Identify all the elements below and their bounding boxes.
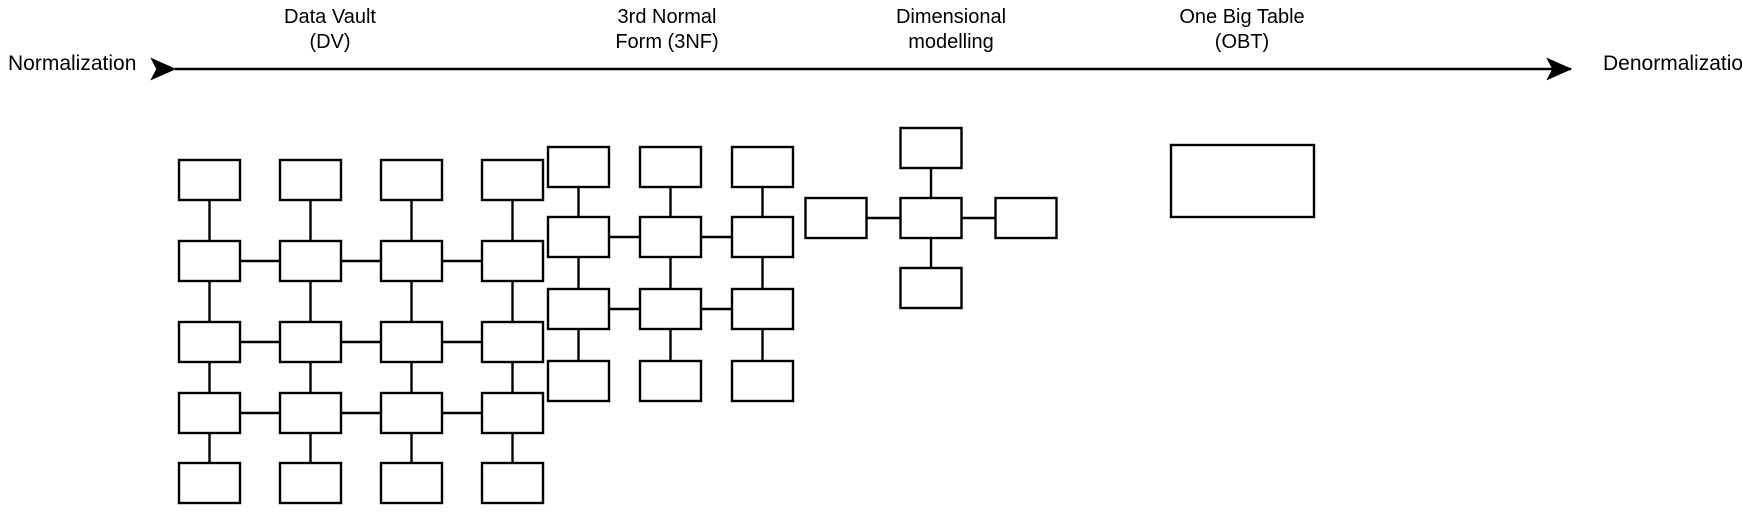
- entity-box: [379, 239, 444, 283]
- entity-box-dimension: [994, 196, 1058, 240]
- entity-box: [177, 461, 242, 505]
- entity-box: [379, 320, 444, 364]
- entity-box-dimension: [804, 196, 868, 240]
- entity-box-fact: [899, 196, 963, 240]
- entity-box: [730, 359, 795, 403]
- entity-box: [480, 158, 545, 202]
- entity-box: [278, 320, 343, 364]
- entity-box: [480, 461, 545, 505]
- entity-box: [546, 215, 611, 259]
- entity-box: [730, 215, 795, 259]
- stage-label-line2: modelling: [908, 31, 994, 53]
- entity-box: [177, 239, 242, 283]
- stage-label-line2: Form (3NF): [615, 31, 719, 53]
- entity-box: [546, 359, 611, 403]
- entity-box: [546, 145, 611, 189]
- entity-box: [546, 287, 611, 331]
- stage-label-third-normal-form: 3rd Normal Form (3NF): [615, 5, 718, 55]
- cluster-third-normal-form: [546, 145, 795, 403]
- entity-box: [638, 145, 703, 189]
- entity-box: [480, 391, 545, 435]
- entity-box: [480, 320, 545, 364]
- entity-box: [278, 391, 343, 435]
- entity-box: [278, 158, 343, 202]
- stage-label-dimensional-modelling: Dimensional modelling: [896, 5, 1006, 55]
- stage-label-data-vault: Data Vault (DV): [284, 5, 376, 55]
- entity-box: [638, 359, 703, 403]
- entity-box: [177, 391, 242, 435]
- entity-box-one-big-table: [1169, 143, 1316, 219]
- stage-label-line2: (OBT): [1214, 31, 1270, 53]
- stage-label-line2: (DV): [309, 31, 351, 53]
- entity-box: [278, 239, 343, 283]
- stage-label-line1: 3rd Normal: [617, 6, 717, 28]
- cluster-data-vault: [177, 158, 545, 505]
- entity-box: [638, 215, 703, 259]
- entity-box-dimension: [899, 126, 963, 170]
- entity-box: [379, 391, 444, 435]
- entity-box: [480, 239, 545, 283]
- cluster-dimensional-modelling: [804, 126, 1058, 310]
- stage-label-line1: One Big Table: [1179, 6, 1305, 28]
- stage-label-line1: Data Vault: [284, 6, 376, 28]
- entity-box: [730, 145, 795, 189]
- cluster-one-big-table: [1169, 143, 1316, 219]
- axis-label-normalization: Normalization: [8, 52, 137, 75]
- stage-label-line1: Dimensional: [895, 6, 1007, 28]
- axis-label-denormalization: Denormalization: [1603, 52, 1742, 75]
- entity-box: [379, 461, 444, 505]
- entity-box-dimension: [899, 266, 963, 310]
- entity-box: [730, 287, 795, 331]
- entity-box: [379, 158, 444, 202]
- entity-box: [177, 158, 242, 202]
- entity-box: [638, 287, 703, 331]
- entity-box: [278, 461, 343, 505]
- stage-label-one-big-table: One Big Table (OBT): [1179, 5, 1304, 55]
- entity-box: [177, 320, 242, 364]
